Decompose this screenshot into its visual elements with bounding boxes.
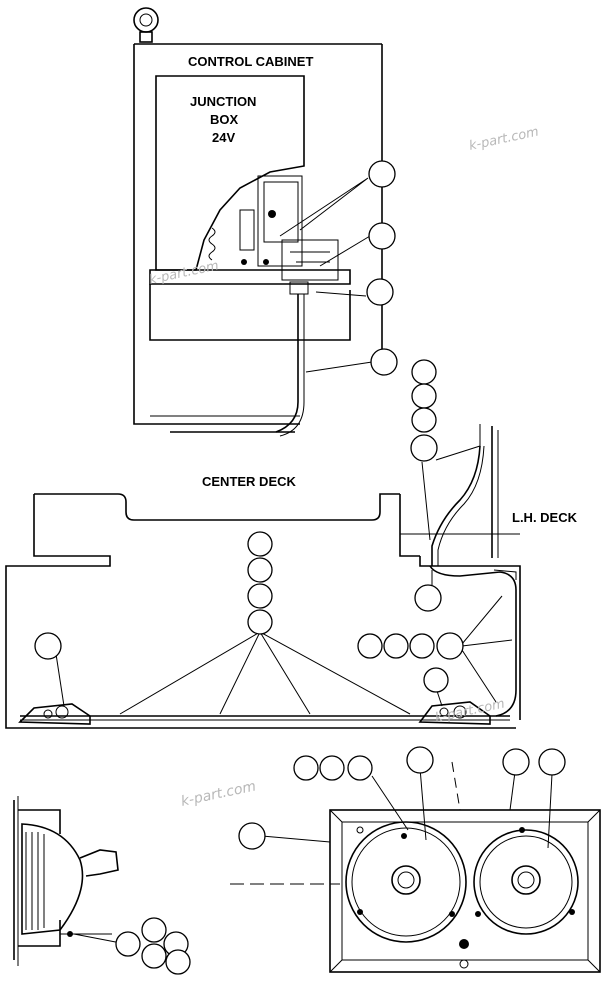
junction-box-label: JUNCTION <box>190 94 256 109</box>
junction-box-label-2: BOX <box>210 112 239 127</box>
callout-bubble <box>383 633 409 659</box>
watermark: k-part.com <box>468 125 540 154</box>
callout-bubble <box>502 748 530 776</box>
callout-bubble <box>436 632 464 660</box>
control-cabinet-label: CONTROL CABINET <box>188 54 313 69</box>
beacon-lamp <box>133 7 159 33</box>
callout-bubble <box>423 667 449 693</box>
callout-bubble <box>247 531 273 557</box>
control-cabinet: CONTROL CABINET JUNCTION BOX 24V <box>133 7 383 437</box>
callout-bubble <box>319 755 345 781</box>
left-speaker <box>345 821 467 943</box>
lh-deck-label: L.H. DECK <box>512 510 578 525</box>
callout-bubble <box>247 583 273 609</box>
side-detail <box>13 796 119 966</box>
lh-deck: L.H. DECK <box>431 424 578 566</box>
callout-bubble <box>368 160 396 188</box>
center-deck: CENTER DECK <box>5 474 521 729</box>
callout-bubble <box>370 348 398 376</box>
right-speaker <box>473 829 579 935</box>
callout-bubble <box>238 822 266 850</box>
callout-bubble <box>293 755 319 781</box>
light-housing <box>21 823 84 935</box>
callout-bubble <box>357 633 383 659</box>
callout-bubble <box>34 632 62 660</box>
callout-bubble <box>411 407 437 433</box>
callout-bubble <box>247 557 273 583</box>
right-light-fixture <box>418 701 491 725</box>
callout-bubble <box>406 746 434 774</box>
callout-bubble <box>538 748 566 776</box>
left-light-fixture <box>18 703 91 725</box>
callout-bubble <box>409 633 435 659</box>
callout-bubble <box>411 359 437 385</box>
callout-bubble <box>141 943 167 969</box>
watermark: k-part.com <box>180 778 258 810</box>
callout-bubble <box>165 949 191 975</box>
watermark: k-part.com <box>434 697 506 726</box>
callout-bubble <box>141 917 167 943</box>
callout-bubble <box>411 383 437 409</box>
speaker-panel <box>230 809 601 973</box>
callouts <box>34 160 566 975</box>
callout-bubble <box>410 434 438 462</box>
callout-bubble <box>366 278 394 306</box>
callout-bubble <box>414 584 442 612</box>
leader-lines <box>55 177 553 945</box>
callout-bubble <box>368 222 396 250</box>
callout-bubble <box>347 755 373 781</box>
callout-bubble <box>115 931 141 957</box>
center-deck-label: CENTER DECK <box>202 474 297 489</box>
callout-bubble <box>247 609 273 635</box>
junction-box-label-3: 24V <box>212 130 235 145</box>
